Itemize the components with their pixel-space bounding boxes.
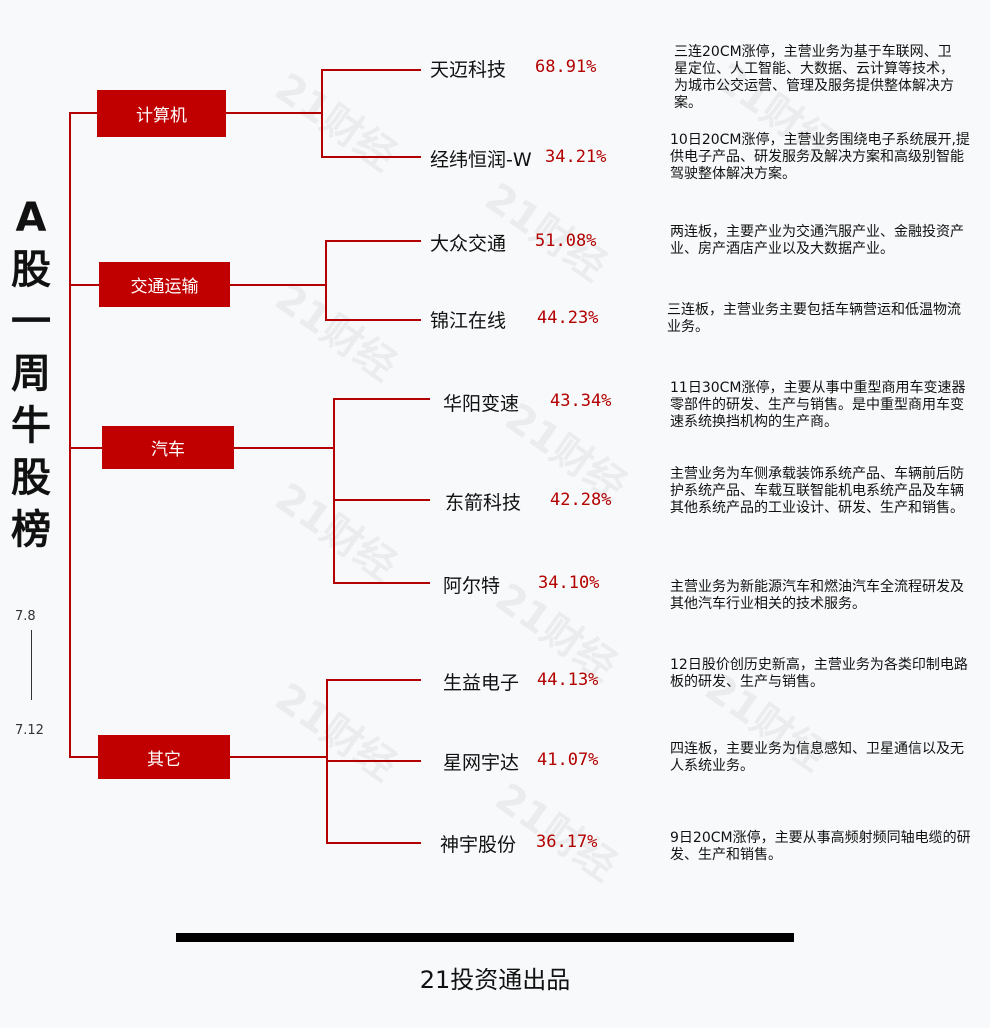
- stock-description: 两连板，主要产业为交通汽服产业、金融投资产业、房产酒店产业以及大数据产业。: [670, 224, 964, 257]
- connector: [326, 679, 421, 681]
- stock-name: 东箭科技: [445, 492, 522, 514]
- connector: [234, 447, 335, 449]
- stock-description: 主营业务为车侧承载装饰系统产品、车辆前后防护系统产品、车载互联智能机电系统产品及…: [670, 466, 964, 516]
- connector: [70, 112, 98, 114]
- connector: [230, 756, 328, 758]
- title-char: 一: [11, 299, 51, 345]
- branch-line: [325, 240, 327, 321]
- connector: [333, 398, 430, 400]
- stock-change: 44.23%: [537, 308, 599, 328]
- stock-change: 34.10%: [538, 573, 600, 593]
- stock-name: 阿尔特: [443, 575, 501, 597]
- stock-description: 四连板，主要业务为信息感知、卫星通信以及无人系统业务。: [670, 741, 964, 774]
- stock-change: 41.07%: [537, 750, 599, 770]
- connector: [321, 156, 421, 158]
- connector: [226, 112, 323, 114]
- connector: [326, 760, 421, 762]
- date-start: 7.8: [15, 609, 36, 624]
- connector: [70, 756, 99, 758]
- title-char: 股: [11, 455, 51, 501]
- stock-change: 34.21%: [545, 147, 607, 167]
- connector: [70, 284, 100, 286]
- connector: [230, 284, 327, 286]
- date-end: 7.12: [15, 723, 44, 738]
- stock-name: 锦江在线: [430, 310, 507, 332]
- connector: [70, 447, 103, 449]
- stock-change: 51.08%: [535, 231, 597, 251]
- stock-change: 36.17%: [536, 832, 598, 852]
- stock-change: 44.13%: [537, 670, 599, 690]
- stock-description: 10日20CM涨停，主营业务围绕电子系统展开,提供电子产品、研发服务及解决方案和…: [670, 132, 970, 182]
- stock-name: 星网宇达: [443, 752, 520, 774]
- stock-change: 42.28%: [550, 490, 612, 510]
- stock-description: 主营业务为新能源汽车和燃油汽车全流程研发及其他汽车行业相关的技术服务。: [670, 579, 964, 612]
- category-transport: 交通运输: [99, 262, 230, 307]
- stock-change: 68.91%: [535, 57, 597, 77]
- title-char: 周: [11, 351, 51, 397]
- date-range-line: [31, 630, 32, 700]
- connector: [326, 842, 421, 844]
- category-other: 其它: [98, 735, 230, 779]
- stock-name: 天迈科技: [430, 59, 507, 81]
- watermark: 21财经: [266, 674, 405, 791]
- footer-bar: [176, 933, 794, 942]
- title-char: 股: [11, 247, 51, 293]
- category-auto: 汽车: [102, 426, 234, 469]
- stock-name: 经纬恒润-W: [430, 149, 532, 171]
- stock-name: 华阳变速: [443, 393, 520, 415]
- stock-description: 11日30CM涨停，主要从事中重型商用车变速器零部件的研发、生产与销售。是中重型…: [670, 380, 966, 430]
- branch-line: [333, 398, 335, 584]
- stock-change: 43.34%: [550, 391, 612, 411]
- stock-name: 大众交通: [430, 233, 507, 255]
- stock-name: 神宇股份: [440, 834, 517, 856]
- trunk-line: [69, 112, 71, 758]
- footer-credit: 21投资通出品: [419, 966, 571, 994]
- watermark: 21财经: [266, 474, 405, 591]
- watermark: 21财经: [486, 774, 625, 891]
- title-char: 牛: [11, 403, 51, 449]
- connector: [321, 69, 421, 71]
- watermark: 21财经: [266, 64, 405, 181]
- branch-line: [321, 69, 323, 158]
- stock-description: 三连板，主营业务主要包括车辆营运和低温物流业务。: [667, 302, 961, 335]
- connector: [325, 319, 421, 321]
- connector: [333, 499, 430, 501]
- connector: [325, 240, 421, 242]
- stock-name: 生益电子: [443, 672, 520, 694]
- connector: [333, 582, 430, 584]
- stock-description: 三连20CM涨停，主营业务为基于车联网、卫星定位、人工智能、大数据、云计算等技术…: [674, 44, 954, 111]
- title-char: 榜: [11, 507, 51, 553]
- stock-description: 9日20CM涨停，主要从事高频射频同轴电缆的研发、生产和销售。: [670, 830, 971, 863]
- title-char: A: [15, 195, 47, 241]
- stock-description: 12日股价创历史新高，主营业务为各类印制电路板的研发、生产与销售。: [670, 657, 968, 690]
- category-computer: 计算机: [97, 90, 226, 137]
